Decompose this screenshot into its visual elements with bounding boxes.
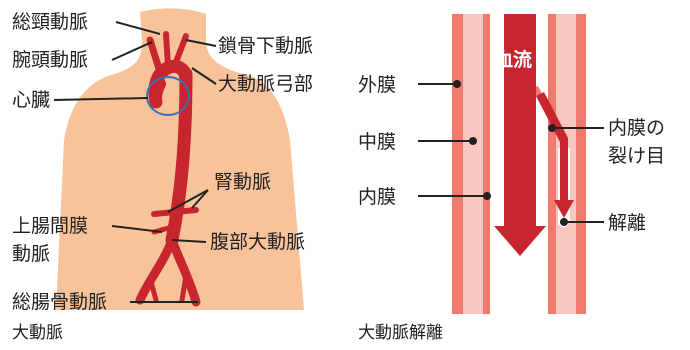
caption-aorta: 大動脈 — [12, 323, 63, 343]
label-intimal-tear-2: 裂け目 — [608, 145, 665, 167]
right-wall-inner-layer — [548, 14, 556, 314]
dot-dissection — [560, 218, 568, 226]
label-heart: 心臓 — [12, 89, 50, 111]
right-panel: 血流 外膜 中膜 内膜 内膜の 裂け目 解離 大動脈解離 — [358, 14, 665, 343]
left-wall-outer-layer — [452, 14, 463, 314]
label-superior-mesenteric-2: 動脈 — [12, 243, 50, 265]
label-superior-mesenteric-1: 上腸間膜 — [12, 215, 88, 237]
caption-aortic-dissection: 大動脈解離 — [358, 323, 443, 343]
label-common-iliac: 総腸骨動脈 — [12, 291, 107, 313]
dot-intima — [483, 192, 491, 200]
left-panel: 総頸動脈 腕頭動脈 心臓 鎖骨下動脈 大動脈弓部 腎動脈 上腸間膜 動脈 腹部大… — [12, 8, 313, 343]
label-dissection: 解離 — [608, 212, 646, 234]
label-aortic-arch: 大動脈弓部 — [218, 73, 313, 95]
label-subclavian: 鎖骨下動脈 — [218, 35, 313, 57]
label-intima: 内膜 — [358, 186, 396, 208]
dot-intimal-tear — [548, 124, 556, 132]
label-brachiocephalic: 腕頭動脈 — [12, 49, 88, 71]
label-media: 中膜 — [358, 131, 396, 153]
ascending-aorta-vessel — [156, 84, 160, 98]
label-intimal-tear-1: 内膜の — [608, 117, 665, 139]
left-wall-inner-layer — [483, 14, 490, 314]
left-wall-middle-layer — [463, 14, 483, 314]
label-adventitia: 外膜 — [358, 74, 396, 96]
blood-flow-label: 血流 — [494, 48, 532, 71]
renal-vessels — [154, 210, 196, 214]
label-common-carotid: 総頸動脈 — [12, 11, 88, 33]
right-wall-outer-layer — [576, 14, 586, 314]
dot-media — [469, 137, 477, 145]
left-vessel-wall — [452, 14, 490, 314]
label-abdominal-aorta: 腹部大動脈 — [210, 231, 305, 253]
common-carotid-vessel — [166, 34, 168, 66]
dot-adventitia — [453, 80, 461, 88]
label-renal: 腎動脈 — [214, 171, 271, 193]
